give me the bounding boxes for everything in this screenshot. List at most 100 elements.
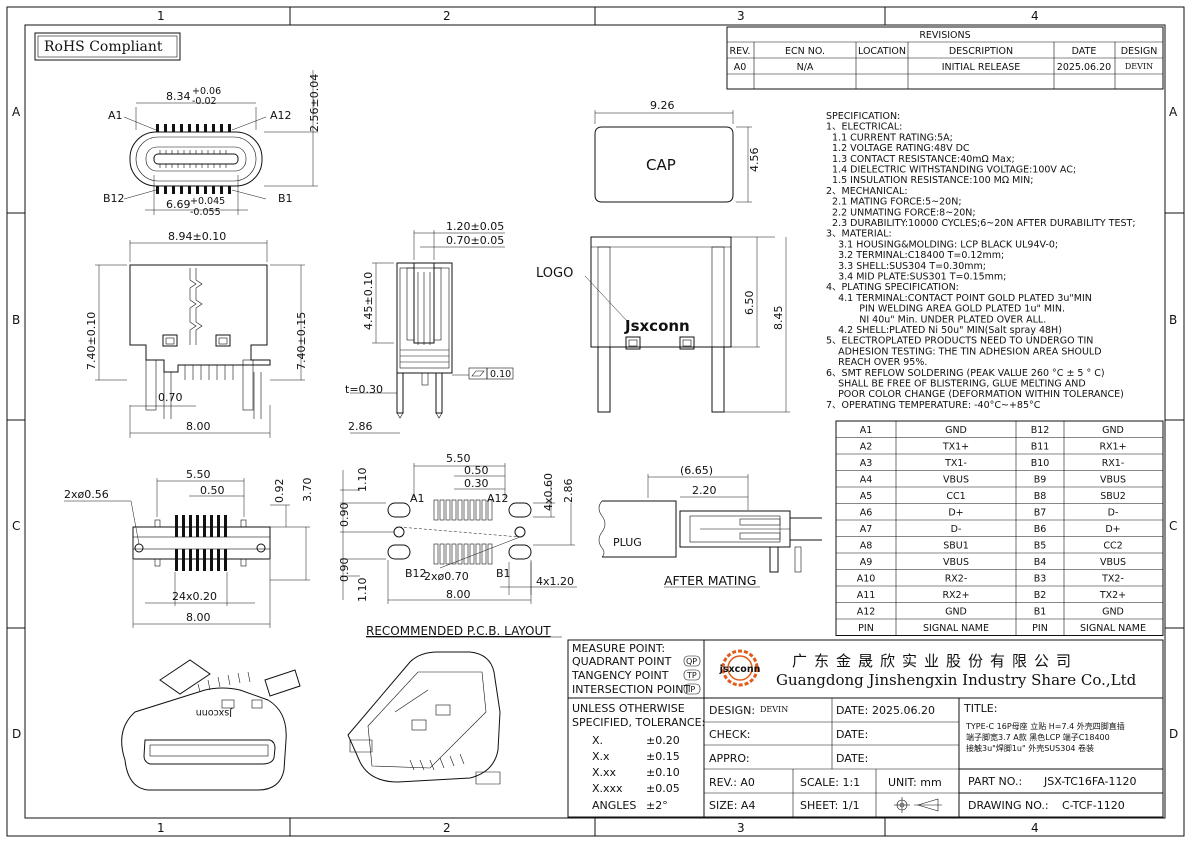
isometric-view-top xyxy=(347,651,501,785)
dim-mate-220: 2.20 xyxy=(692,484,717,497)
dim-front-width: 8.94±0.10 xyxy=(168,230,226,243)
label-pcb-a1: A1 xyxy=(410,492,425,505)
rev-cell-date: 2025.06.20 xyxy=(1057,62,1111,73)
pin-table-cell: SBU1 xyxy=(943,541,969,552)
cap-view: 9.26 4.56 CAP xyxy=(594,99,761,203)
zone-row-b-left: B xyxy=(12,313,20,327)
pin-table-cell: TX1- xyxy=(944,458,967,469)
tolerance-box: UNLESS OTHERWISE SPECIFIED, TOLERANCE: X… xyxy=(567,697,705,818)
pin-table-cell: VBUS xyxy=(943,475,969,486)
dim-bot-092: 0.92 xyxy=(273,479,286,504)
pin-table-cell: A4 xyxy=(860,475,873,486)
rev-header-description: DESCRIPTION xyxy=(949,46,1013,57)
spec-line: 2.1 MATING FORCE:5~20N; xyxy=(826,197,962,208)
dim-side-flatness: 0.10 xyxy=(490,369,511,380)
spec-line: 3.2 TERMINAL:C18400 T=0.12mm; xyxy=(826,250,1004,261)
pin-table-cell: SBU2 xyxy=(1100,491,1126,502)
dim-pcb-4x060: 4x0.60 xyxy=(542,473,555,511)
rohs-box: RoHS Compliant xyxy=(34,32,181,61)
spec-line: 2.3 DURABILITY:10000 CYCLES;6~20N AFTER … xyxy=(826,218,1136,229)
revisions-table: REVISIONS REV. ECN NO. LOCATION DESCRIPT… xyxy=(726,26,1164,90)
pin-table-cell: D+ xyxy=(1105,524,1120,535)
dim-bot-2x056: 2xø0.56 xyxy=(64,488,109,501)
spec-line: POOR COLOR CHANGE (DEFORMATION WITHIN TO… xyxy=(826,389,1124,400)
tol-label-angles: ANGLES xyxy=(592,799,636,812)
dim-side-445: 4.45±0.10 xyxy=(362,272,375,330)
drawing-value: C-TCF-1120 xyxy=(1062,799,1125,812)
dim-front-800: 8.00 xyxy=(186,420,211,433)
rear-view: Jsxconn LOGO 6.50 8.45 xyxy=(536,236,790,413)
zone-col-2-bottom: 2 xyxy=(443,821,451,835)
tol-label-xx: X.x xyxy=(592,750,610,763)
pin-table-cell: TX2- xyxy=(1101,574,1124,585)
scale-label: SCALE: 1:1 xyxy=(800,776,860,789)
title-line-3: 接触3u"焊脚1u" 外壳SUS304 卷装 xyxy=(966,743,1094,753)
spec-line: 6、SMT REFLOW SOLDERING (PEAK VALUE 260 °… xyxy=(826,368,1105,379)
zone-col-4-top: 4 xyxy=(1031,9,1039,23)
code-ip: IP xyxy=(688,685,695,694)
measure-quadrant: QUADRANT POINT xyxy=(572,655,672,668)
tol-label-xxxx: X.xxx xyxy=(592,782,623,795)
front-view: 8.94±0.10 7.40±0.10 7.40±0.15 0.70 8.00 xyxy=(85,230,308,438)
dim-front-left-height: 7.40±0.10 xyxy=(85,312,98,370)
measure-tangency: TANGENCY POINT xyxy=(571,669,669,682)
pin-table-cell: A2 xyxy=(860,442,873,453)
company-logo: jsxconn xyxy=(719,649,761,687)
pin-table-cell: CC2 xyxy=(1103,541,1122,552)
spec-line: 1、ELECTRICAL: xyxy=(826,122,902,133)
pin-table-cell: A3 xyxy=(860,458,873,469)
pin-table-cell: B10 xyxy=(1031,458,1050,469)
size-label: SIZE: A4 xyxy=(709,799,755,812)
pin-table-cell: B12 xyxy=(1031,425,1050,436)
dim-pcb-800: 8.00 xyxy=(446,588,471,601)
dim-pcb-4x120: 4x1.20 xyxy=(536,575,574,588)
revisions-title: REVISIONS xyxy=(919,30,970,41)
design-label: DESIGN: xyxy=(709,704,755,717)
spec-line: 1.5 INSULATION RESISTANCE:100 MΩ MIN; xyxy=(826,175,1033,186)
appro-date-label: DATE: xyxy=(836,752,868,765)
pin-table-cell: VBUS xyxy=(1100,475,1126,486)
pin-table-cell: B11 xyxy=(1031,442,1050,453)
spec-line: PIN WELDING AREA GOLD PLATED 1u" MIN. xyxy=(826,304,1065,315)
spec-line: NI 40u" Min. UNDER PLATED OVER ALL. xyxy=(826,314,1046,325)
pin-table-cell: RX2+ xyxy=(942,590,969,601)
pin-table-cell: B5 xyxy=(1034,541,1047,552)
top-face-view: 8.34 +0.06 -0.02 2.56±0.04 6.69 +0.045 -… xyxy=(103,70,321,218)
pin-table-cell: B9 xyxy=(1034,475,1047,486)
bottom-view: 5.50 0.50 2xø0.56 0.92 3.70 24x0.20 8.00 xyxy=(64,468,314,628)
spec-line: REACH OVER 95%. xyxy=(826,357,927,368)
dim-bot-550: 5.50 xyxy=(186,468,211,481)
spec-line: 5、ELECTROPLATED PRODUCTS NEED TO UNDERGO… xyxy=(826,336,1093,347)
rev-cell-rev: A0 xyxy=(734,62,747,73)
title-line-2: 端子脚宽3.7 A款 黑色LCP 端子C18400 xyxy=(966,732,1110,742)
rev-label: REV.: A0 xyxy=(709,776,755,789)
projection-symbol xyxy=(894,797,942,813)
part-value: JSX-TC16FA-1120 xyxy=(1043,775,1137,788)
pin-table-cell: B8 xyxy=(1034,491,1047,502)
pin-table-cell: RX2- xyxy=(945,574,968,585)
rev-header-location: LOCATION xyxy=(858,46,906,57)
dim-side-t: t=0.30 xyxy=(345,383,383,396)
dim-side-070: 0.70±0.05 xyxy=(446,234,504,247)
specification-block: SPECIFICATION:1、ELECTRICAL: 1.1 CURRENT … xyxy=(826,111,1136,411)
sheet-label: SHEET: 1/1 xyxy=(800,799,860,812)
pin-table-cell: A8 xyxy=(860,541,873,552)
zone-col-1-bottom: 1 xyxy=(157,821,165,835)
company-name-en: Guangdong Jinshengxin Industry Share Co.… xyxy=(776,671,1137,689)
company-logo-text: jsxconn xyxy=(719,664,761,675)
pin-table-cell: TX2+ xyxy=(1099,590,1126,601)
pin-table-footer-cell: PIN xyxy=(1032,623,1048,634)
tol-label-xxx: X.xx xyxy=(592,766,617,779)
unit-label: UNIT: mm xyxy=(888,776,942,789)
spec-line: ADHESION TESTING: THE TIN ADHESION AREA … xyxy=(826,346,1102,357)
dim-pcb-286: 2.86 xyxy=(562,479,575,504)
rev-header-design: DESIGN xyxy=(1121,46,1158,57)
tol-label-x: X. xyxy=(592,734,603,747)
dim-cap-width: 9.26 xyxy=(650,99,675,112)
mating-view: PLUG (6.65) 2.20 AFTER MATING xyxy=(598,464,822,588)
pin-table-cell: B7 xyxy=(1034,508,1047,519)
cap-label: CAP xyxy=(646,156,676,174)
measure-intersection: INTERSECTION POINT xyxy=(572,683,691,696)
zone-row-b-right: B xyxy=(1169,313,1177,327)
